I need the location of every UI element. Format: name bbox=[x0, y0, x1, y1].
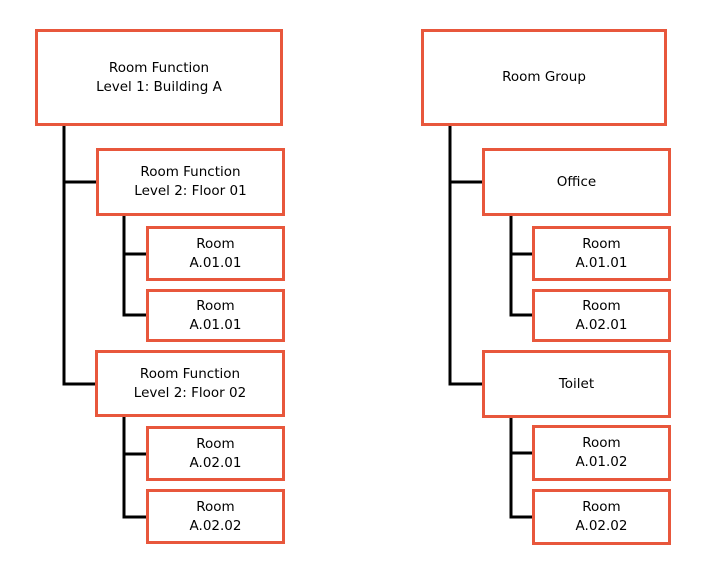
node-right-room-a0101: Room A.01.01 bbox=[532, 226, 671, 281]
node-label: Level 2: Floor 01 bbox=[134, 183, 247, 199]
node-label: Room bbox=[196, 235, 235, 252]
node-label: Room bbox=[582, 499, 621, 515]
node-label: Room bbox=[196, 435, 235, 452]
connector-floor02-to-room4 bbox=[122, 417, 146, 519]
node-room-group: Room Group bbox=[421, 29, 667, 126]
node-right-room-a0202: Room A.02.02 bbox=[532, 489, 671, 545]
node-room-function-level2-floor-02: Room Function Level 2: Floor 02 bbox=[95, 350, 285, 417]
node-label: Office bbox=[556, 173, 597, 190]
node-label: A.02.02 bbox=[575, 518, 628, 534]
node-label: Room Function bbox=[140, 164, 241, 180]
node-room-function-level1-building-a: Room Function Level 1: Building A bbox=[35, 29, 283, 126]
connector-office-to-room2 bbox=[509, 216, 532, 317]
node-room-function-level2-floor-01: Room Function Level 2: Floor 01 bbox=[96, 148, 285, 216]
node-label: A.02.01 bbox=[575, 316, 628, 333]
node-label: Level 2: Floor 02 bbox=[133, 384, 247, 401]
connector-toilet-to-room4 bbox=[509, 418, 532, 519]
node-label: A.02.01 bbox=[189, 454, 242, 471]
connector-left-root-to-floor02 bbox=[62, 126, 95, 386]
node-label: A.01.01 bbox=[189, 254, 242, 271]
node-label: Toilet bbox=[558, 375, 595, 392]
node-label: Room Function bbox=[108, 59, 210, 76]
node-office: Office bbox=[482, 148, 671, 216]
node-left-room-a0101-first: Room A.01.01 bbox=[146, 226, 285, 281]
node-label: Room bbox=[196, 498, 235, 515]
node-label: Room Group bbox=[502, 69, 586, 85]
node-label: Room bbox=[582, 435, 621, 451]
node-label: Level 1: Building A bbox=[96, 78, 222, 95]
connector-right-root-to-toilet bbox=[448, 126, 482, 386]
node-label: Room bbox=[582, 235, 621, 252]
node-label: Room bbox=[196, 297, 235, 314]
node-left-room-a0201: Room A.02.01 bbox=[146, 426, 285, 481]
node-left-room-a0101-second: Room A.01.01 bbox=[146, 289, 285, 342]
node-right-room-a0201: Room A.02.01 bbox=[532, 289, 671, 342]
node-label: A.01.01 bbox=[189, 316, 242, 333]
connector-floor01-to-room2 bbox=[122, 216, 146, 317]
node-toilet: Toilet bbox=[482, 350, 671, 418]
node-label: Room bbox=[582, 297, 621, 314]
node-label: A.01.02 bbox=[575, 454, 628, 470]
node-right-room-a0102: Room A.01.02 bbox=[532, 425, 671, 481]
node-label: A.02.02 bbox=[189, 517, 242, 534]
node-label: Room Function bbox=[139, 365, 241, 382]
node-left-room-a0202: Room A.02.02 bbox=[146, 489, 285, 544]
node-label: A.01.01 bbox=[575, 254, 628, 271]
